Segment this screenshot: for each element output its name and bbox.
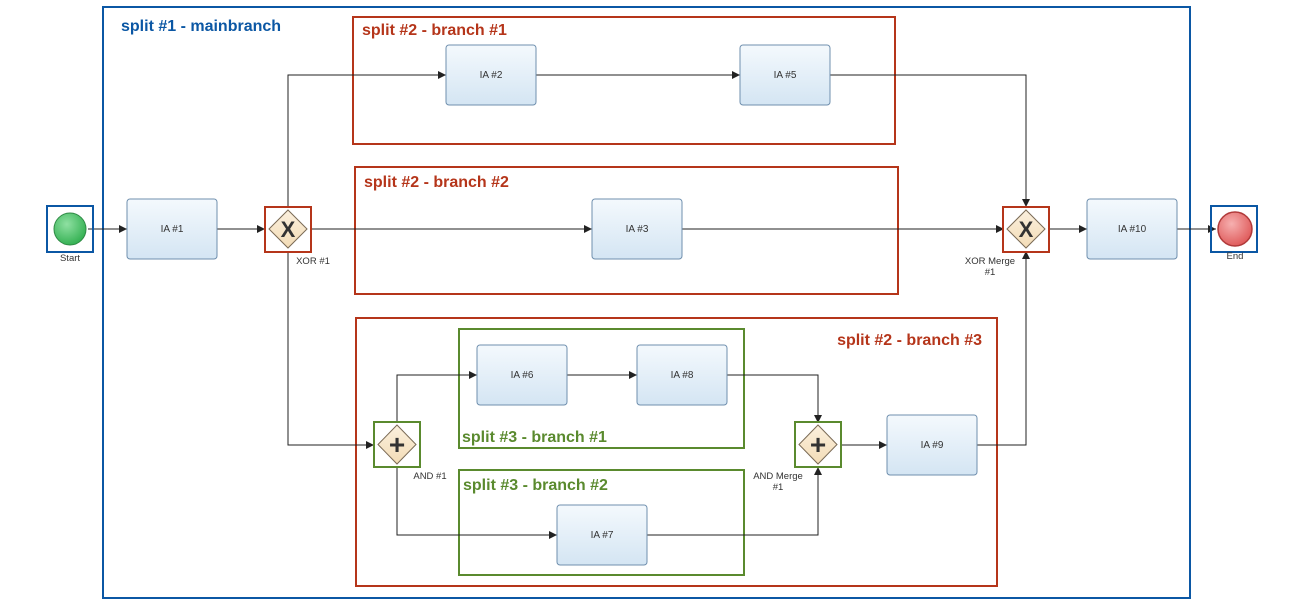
task-ia2: IA #2 xyxy=(445,44,537,106)
split3-branch1-frame xyxy=(458,328,745,449)
gateway-and1: + AND #1 xyxy=(373,421,447,482)
gateway-xor1: X XOR #1 xyxy=(264,206,330,267)
gateway-xor-merge: X XOR Merge #1 xyxy=(965,206,1050,278)
end-circle xyxy=(1217,211,1253,247)
split2-branch2-title: split #2 - branch #2 xyxy=(364,174,509,191)
and-merge-label-line2: #1 xyxy=(773,482,784,493)
split2-branch1-title: split #2 - branch #1 xyxy=(362,22,507,39)
task-ia9-label: IA #9 xyxy=(921,440,944,451)
flow-ia9-xormerge xyxy=(977,251,1030,446)
end-label: End xyxy=(1227,251,1244,262)
and1-label: AND #1 xyxy=(413,471,446,482)
flow-and1-ia7 xyxy=(396,467,557,539)
split2-branch3-title: split #2 - branch #3 xyxy=(837,332,982,349)
gateway-and-merge: + AND Merge #1 xyxy=(753,421,842,493)
task-ia9: IA #9 xyxy=(886,414,978,476)
task-ia2-label: IA #2 xyxy=(480,70,503,81)
split3-branch2-title: split #3 - branch #2 xyxy=(463,477,608,494)
flow-xor1-and1 xyxy=(287,251,374,449)
task-ia8: IA #8 xyxy=(636,344,728,406)
flow-ia7-andmerge xyxy=(647,467,822,536)
split2-branch2-frame xyxy=(354,166,899,295)
plus-icon: + xyxy=(810,429,826,460)
xor-icon: X xyxy=(1019,217,1034,242)
start-circle xyxy=(53,212,87,246)
split2-branch3-frame xyxy=(355,317,998,587)
xor-merge-label-line1: XOR Merge xyxy=(965,256,1015,267)
task-ia10: IA #10 xyxy=(1086,198,1178,260)
task-ia8-label: IA #8 xyxy=(671,370,694,381)
task-ia5-label: IA #5 xyxy=(774,70,797,81)
task-ia7: IA #7 xyxy=(556,504,648,566)
task-ia3: IA #3 xyxy=(591,198,683,260)
start-label: Start xyxy=(60,253,80,264)
sequence-flows xyxy=(88,71,1216,539)
mainbranch-title: split #1 - mainbranch xyxy=(121,18,281,35)
xor1-label: XOR #1 xyxy=(296,256,330,267)
task-ia3-label: IA #3 xyxy=(626,224,649,235)
plus-icon: + xyxy=(389,429,405,460)
task-ia5: IA #5 xyxy=(739,44,831,106)
flow-ia8-andmerge xyxy=(727,374,822,423)
split2-branch1-frame xyxy=(352,16,896,145)
mainbranch-frame xyxy=(102,6,1191,599)
end-event: End xyxy=(1210,205,1258,262)
flow-and1-ia6 xyxy=(396,371,477,423)
task-ia6-label: IA #6 xyxy=(511,370,534,381)
task-ia1: IA #1 xyxy=(126,198,218,260)
task-ia7-label: IA #7 xyxy=(591,530,614,541)
task-ia1-label: IA #1 xyxy=(161,224,184,235)
xor-icon: X xyxy=(281,217,296,242)
task-ia6: IA #6 xyxy=(476,344,568,406)
flow-xor1-ia2 xyxy=(287,71,446,207)
flow-ia5-xormerge xyxy=(830,74,1030,207)
split3-branch1-title: split #3 - branch #1 xyxy=(462,429,607,446)
start-event: Start xyxy=(46,205,94,264)
split3-branch2-frame xyxy=(458,469,745,576)
xor-merge-label-line2: #1 xyxy=(985,267,996,278)
and-merge-label-line1: AND Merge xyxy=(753,471,803,482)
task-ia10-label: IA #10 xyxy=(1118,224,1147,235)
